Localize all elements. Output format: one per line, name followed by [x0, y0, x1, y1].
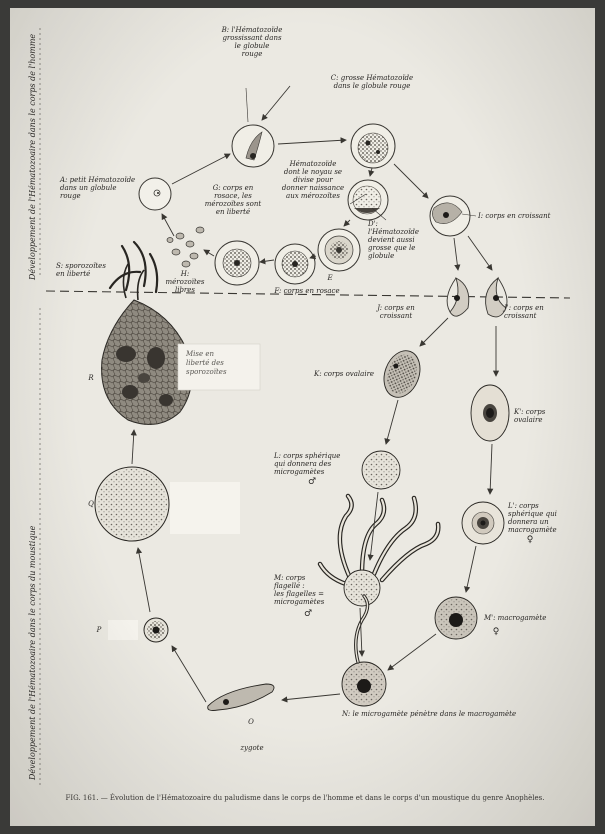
cell-K — [378, 346, 426, 403]
side-label-human: Développement de l'Hématozoaire dans le … — [28, 34, 37, 280]
cell-Lp — [462, 502, 504, 544]
cell-G — [215, 241, 259, 285]
macrogamete-Mp — [435, 597, 477, 639]
fertilisation-N — [342, 596, 386, 706]
cell-C — [351, 124, 395, 168]
label-P: P — [92, 626, 106, 634]
plate: B: l'Hématozoïde grossissant dans le glo… — [10, 8, 595, 826]
cell-D — [348, 180, 388, 220]
side-label-mosquito: Développement de l'Hématozoaire dans le … — [28, 526, 37, 780]
label-C: C: grosse Hématozoïde dans le globule ro… — [322, 74, 422, 90]
label-J: J: corps en croissant — [366, 304, 426, 320]
label-S: S: sporozoïtes en liberté — [56, 262, 120, 278]
label-B: B: l'Hématozoïde grossissant dans le glo… — [215, 26, 289, 58]
label-Dp: D': l'Hématozoïde devient aussi grosse q… — [368, 220, 434, 260]
label-Q: Q — [84, 500, 98, 508]
label-L-symbol: ♂ — [302, 478, 322, 486]
cell-F — [275, 244, 315, 284]
cell-I — [430, 196, 470, 236]
label-Lp-symbol: ♀ — [520, 536, 540, 544]
cell-L — [362, 451, 400, 489]
cell-A — [139, 178, 171, 210]
label-N: N: le microgamète pénètre dans le macrog… — [342, 710, 552, 718]
label-Lp: L': corps sphérique qui donnera un macro… — [508, 502, 574, 534]
label-K: K: corps ovalaire — [314, 370, 384, 378]
label-H: H: mérozoïtes libres — [160, 270, 210, 294]
label-Mp: M': macrogamète — [484, 614, 564, 622]
label-L: L: corps sphérique qui donnera des micro… — [274, 452, 360, 476]
blank-patch-Q — [170, 482, 240, 534]
life-cycle-diagram — [10, 8, 595, 826]
label-M: M: corps flagellé : les flagelles = micr… — [274, 574, 342, 606]
oocyst-Q — [95, 467, 169, 541]
label-R: R — [84, 374, 98, 382]
label-A: A: petit Hématozoïde dans un globule rou… — [60, 176, 140, 200]
label-O: O — [244, 718, 258, 726]
figure-caption: FIG. 161. — Évolution de l'Hématozoaire … — [40, 794, 570, 803]
cell-J — [447, 278, 469, 316]
label-Kp: K': corps ovalaire — [514, 408, 564, 424]
cell-B — [232, 125, 274, 167]
label-Jp: J': corps en croissant — [504, 304, 566, 320]
label-G: G: corps en rosace, les mérozoïtes sont … — [198, 184, 268, 216]
blank-patch-P — [108, 620, 138, 640]
handwritten-note: Mise en liberté des sporozoïtes — [186, 350, 258, 377]
cell-E — [318, 229, 360, 271]
label-M-symbol: ♂ — [298, 610, 318, 618]
label-D: Hématozoïde dont le noyau se divise pour… — [278, 160, 348, 200]
label-I: I: corps en croissant — [478, 212, 568, 220]
label-E: E — [320, 274, 340, 282]
label-O-text: zygote — [232, 744, 272, 752]
oocyst-P — [144, 618, 168, 642]
label-Mp-symbol: ♀ — [486, 628, 506, 636]
label-F: F: corps en rosace — [262, 287, 352, 295]
zygote-O — [208, 684, 274, 711]
cell-Kp — [471, 385, 509, 441]
